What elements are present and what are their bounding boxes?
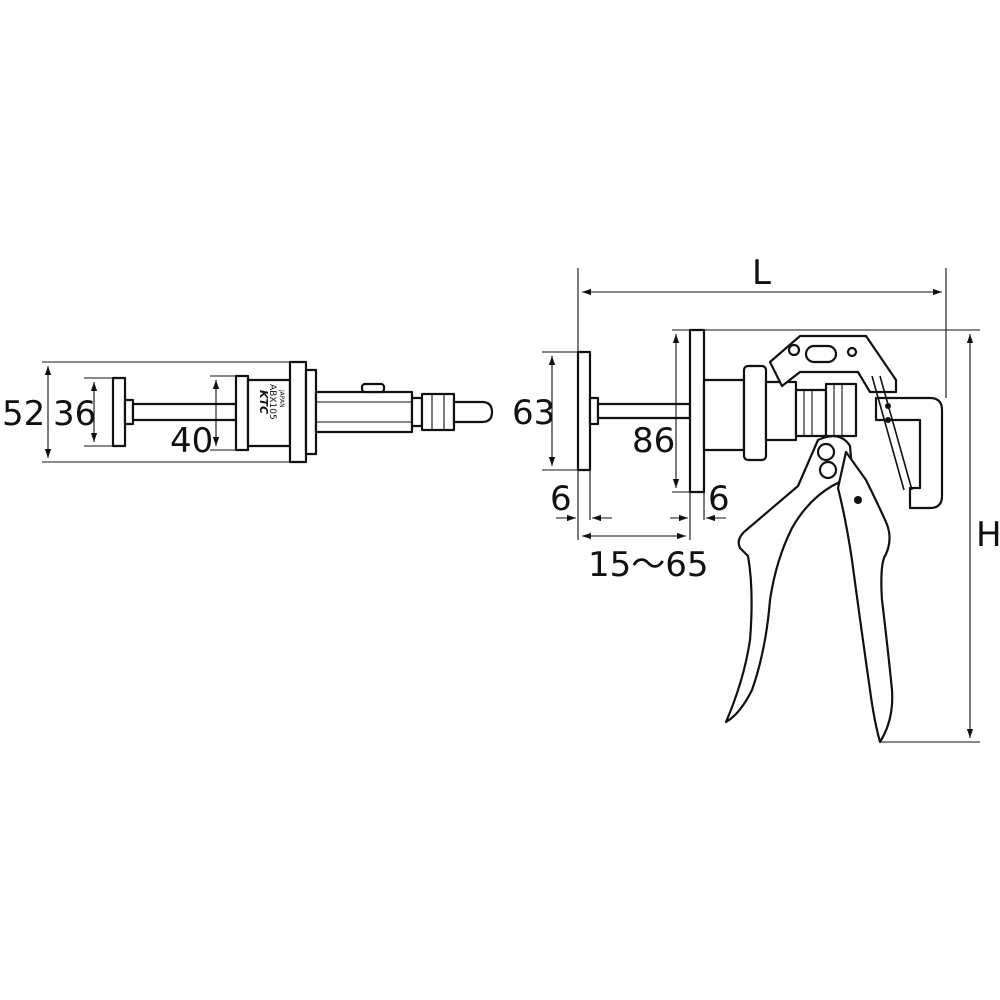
big-flange	[688, 328, 706, 494]
spring-hook	[874, 396, 944, 510]
outer-disc	[576, 350, 592, 472]
trigger-pivot-2	[818, 460, 838, 480]
trigger-pivot-1	[816, 442, 836, 462]
grip-pin	[854, 496, 862, 504]
large-flange	[288, 360, 308, 464]
lock-ring	[410, 396, 424, 428]
dim-36-label: 36	[53, 394, 96, 434]
cylinder-bump	[360, 382, 386, 394]
dim-range-label: 15～65	[588, 545, 709, 585]
release-lever	[871, 375, 905, 491]
dim-40-label: 40	[170, 421, 213, 461]
cylinder-head	[742, 364, 768, 462]
rod-tip	[452, 400, 494, 424]
cylinder-neck	[764, 380, 798, 442]
ratchet-block	[794, 388, 828, 438]
frame-pin-small	[846, 346, 858, 358]
dim-L-label: L	[752, 253, 771, 293]
body-markings: KTC ABX105 JAPAN	[257, 384, 285, 420]
origin-marking: JAPAN	[278, 389, 285, 408]
flange-ring	[304, 368, 318, 456]
hex-nut	[420, 392, 456, 432]
frame-pin	[787, 343, 801, 357]
dim-63-label: 63	[512, 393, 555, 433]
end-disc-hub	[123, 398, 135, 426]
trigger-handle	[724, 435, 854, 724]
piston-rod	[131, 402, 238, 422]
grip-handle	[836, 450, 894, 744]
outer-disc-hub	[588, 396, 600, 426]
middle-disc	[234, 374, 250, 452]
ratchet-plate	[824, 382, 858, 438]
model-marking: ABX105	[267, 384, 277, 420]
cylinder-body	[314, 390, 414, 434]
brand-marking: KTC	[257, 390, 270, 414]
dim-6-right-label: 6	[708, 479, 730, 519]
dim-86-label: 86	[632, 421, 675, 461]
frame-top	[768, 334, 898, 394]
side-body	[702, 378, 746, 452]
right-side-view: L H 63 86 6 6 15～65	[512, 253, 1000, 744]
end-disc-small	[111, 376, 127, 448]
dim-52-label: 52	[2, 394, 45, 434]
body-housing	[246, 378, 292, 448]
dim-H-label: H	[976, 515, 1000, 555]
left-top-view: KTC ABX105 JAPAN 52 36 40	[2, 360, 494, 464]
frame-slot	[804, 344, 838, 364]
dim-6-left-label: 6	[550, 479, 572, 519]
